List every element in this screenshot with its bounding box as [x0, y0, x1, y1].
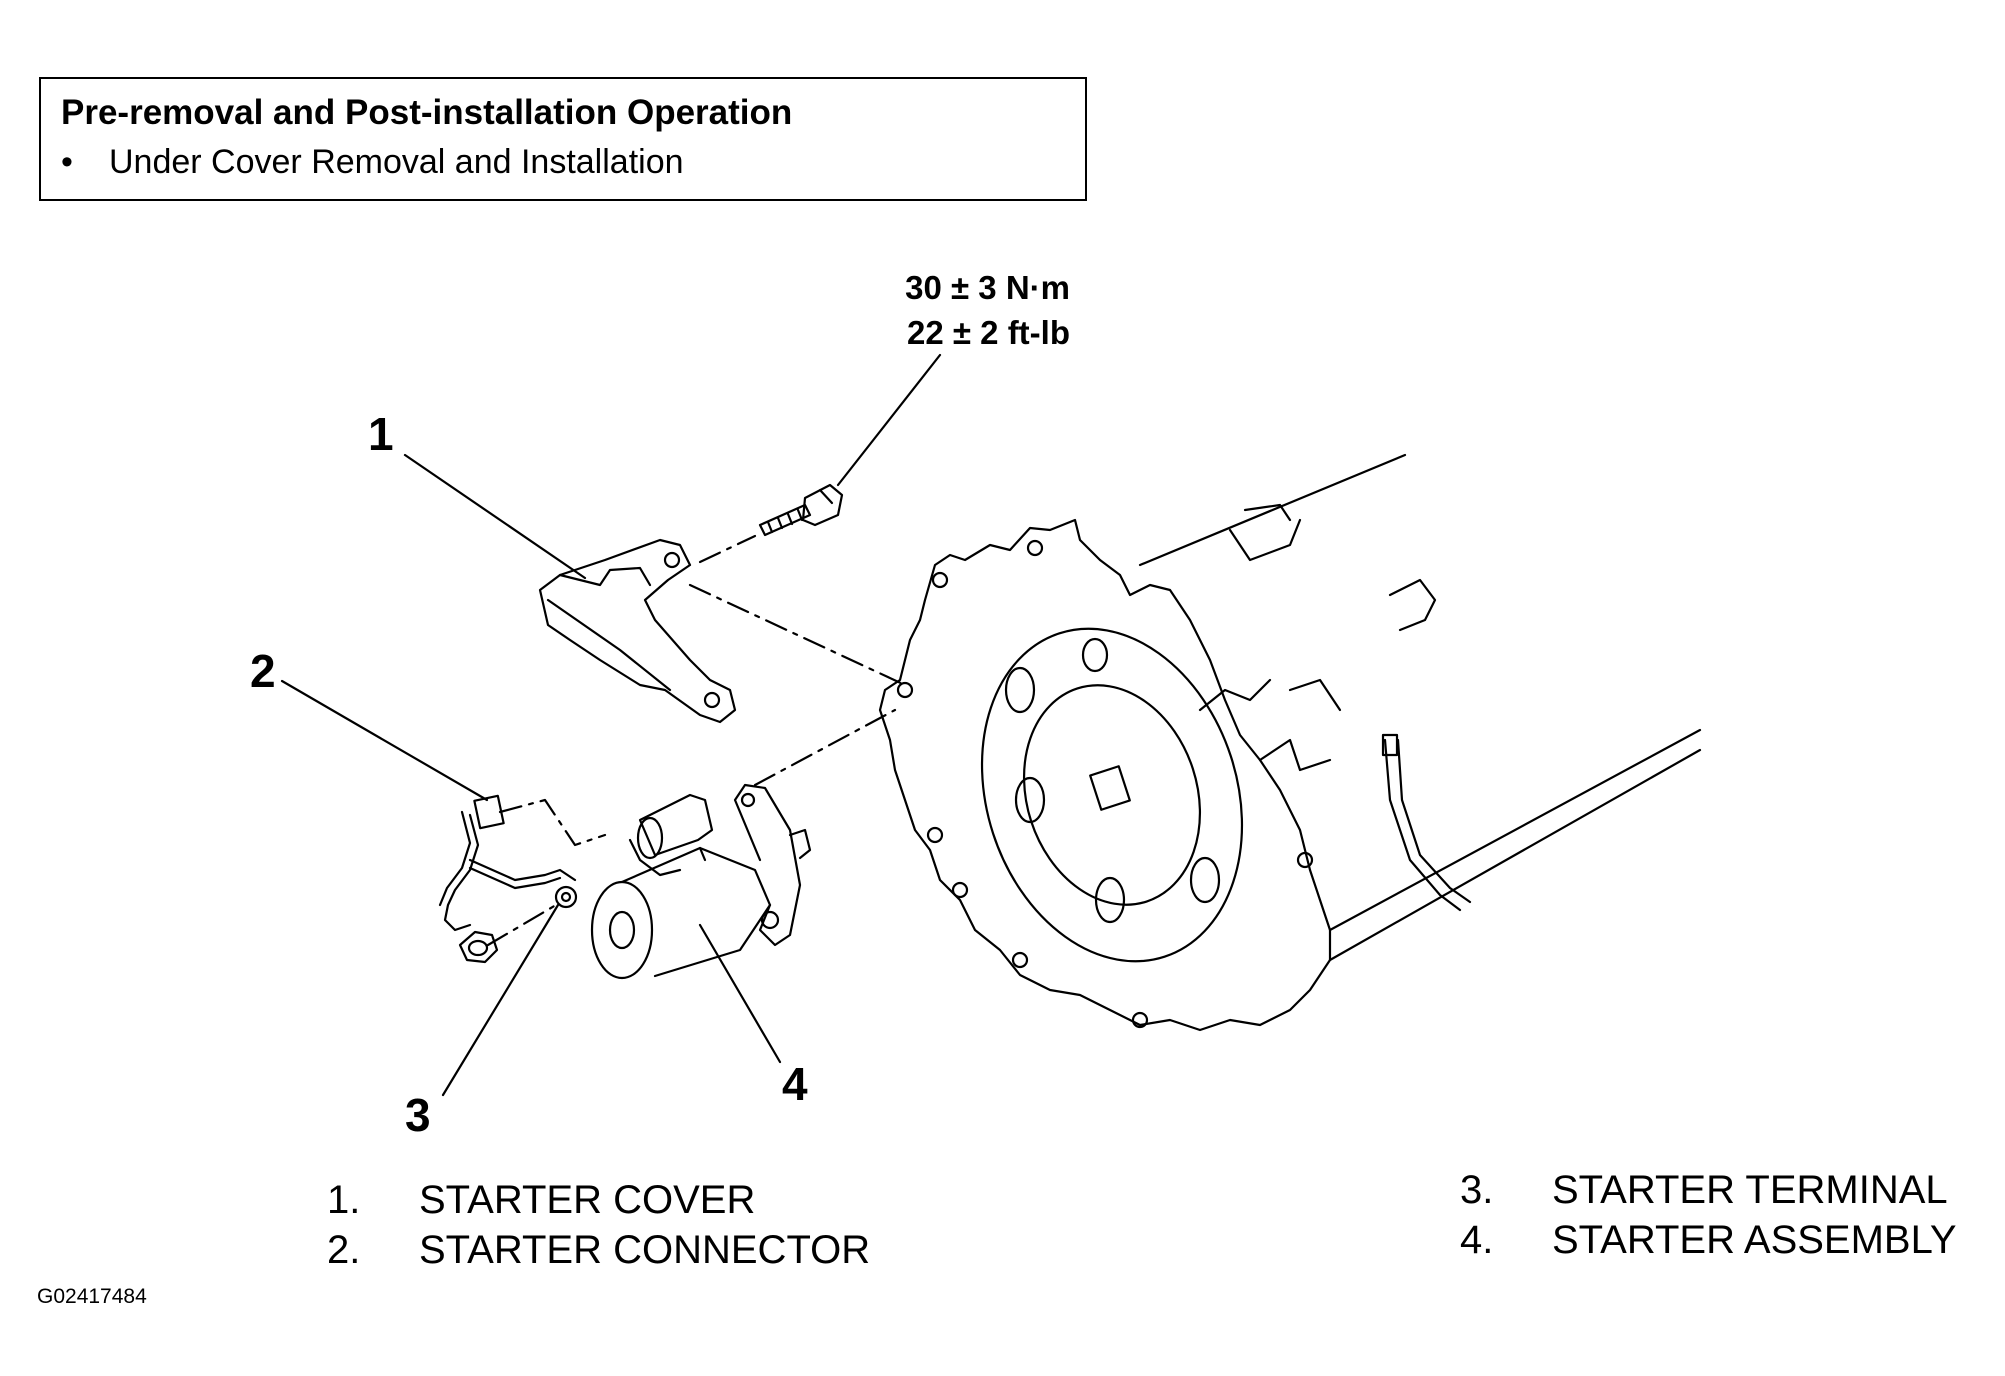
operation-note-box: Pre-removal and Post-installation Operat… — [39, 77, 1087, 201]
torque-spec: 30 ± 3 N·m 22 ± 2 ft-lb — [840, 265, 1070, 355]
legend-label: STARTER ASSEMBLY — [1552, 1218, 1957, 1262]
callout-4: 4 — [782, 1058, 808, 1110]
note-title: Pre-removal and Post-installation Operat… — [61, 93, 793, 132]
leader-lines — [280, 353, 942, 1097]
torque-metric: 30 ± 3 N·m — [905, 269, 1070, 306]
callout-2: 2 — [250, 645, 276, 697]
legend-label: STARTER CONNECTOR — [419, 1228, 871, 1272]
starter-connector — [438, 794, 578, 932]
torque-imperial: 22 ± 2 ft-lb — [907, 314, 1070, 351]
note-item-text: Under Cover Removal and Installation — [109, 143, 684, 181]
callout-3: 3 — [405, 1089, 431, 1141]
starter-cover — [538, 538, 737, 724]
legend-label: STARTER TERMINAL — [1552, 1168, 1948, 1212]
bullet-icon: • — [61, 143, 73, 181]
legend-item: 3.STARTER TERMINAL — [1460, 1168, 1948, 1212]
starter-assembly — [590, 783, 812, 980]
legend-label: STARTER COVER — [419, 1178, 756, 1222]
transmission-housing — [878, 453, 1702, 1032]
legend-item: 1.STARTER COVER — [327, 1178, 756, 1222]
callout-1: 1 — [368, 408, 394, 460]
legend-left: 1.STARTER COVER 2.STARTER CONNECTOR — [327, 1175, 870, 1275]
nut — [458, 930, 499, 964]
legend-right: 3.STARTER TERMINAL 4.STARTER ASSEMBLY — [1460, 1165, 1957, 1265]
alignment-lines — [486, 534, 907, 947]
legend-item: 2.STARTER CONNECTOR — [327, 1228, 871, 1272]
note-list-item: • Under Cover Removal and Installation — [61, 143, 684, 182]
legend-item: 4.STARTER ASSEMBLY — [1460, 1218, 1957, 1262]
figure-id: G02417484 — [37, 1285, 147, 1308]
bolt — [758, 483, 844, 537]
